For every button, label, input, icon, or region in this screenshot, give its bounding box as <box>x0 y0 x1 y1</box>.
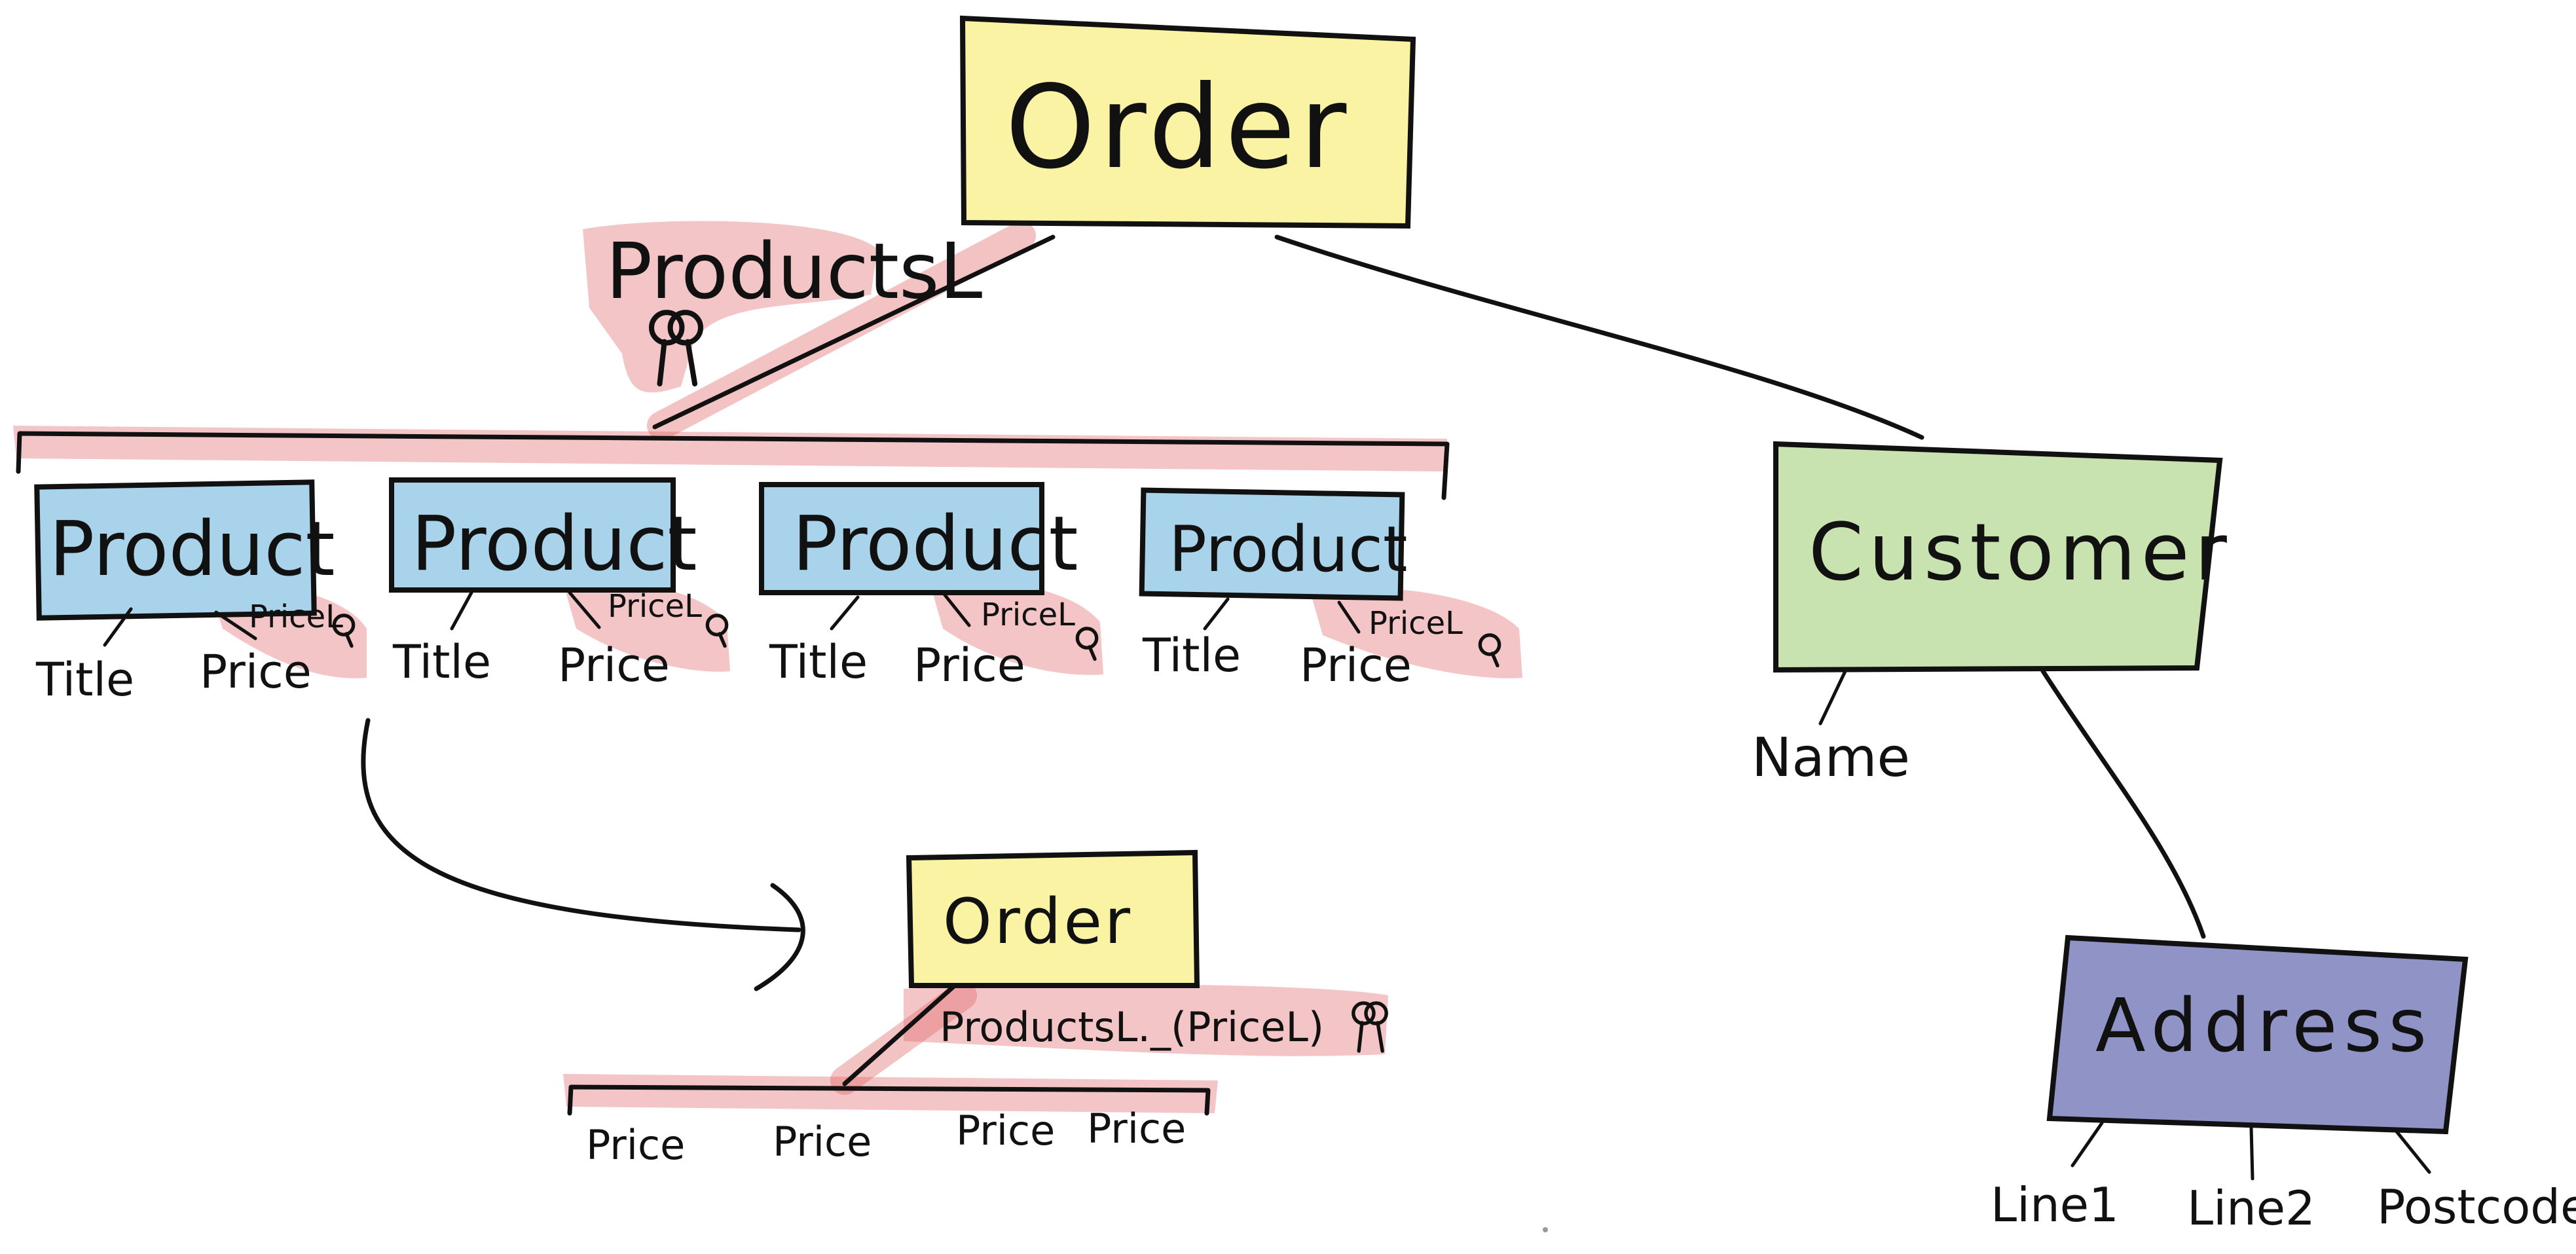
address-label: Address <box>2095 984 2433 1069</box>
product-index-label: PriceL <box>1369 605 1463 642</box>
address-node: Address Line1 Line2 Postcode <box>1991 934 2576 1236</box>
product-box <box>1139 487 1405 601</box>
product-price: Price <box>913 638 1025 692</box>
products-list-bracket <box>16 431 1450 500</box>
derivation-arrow <box>361 718 801 932</box>
product-label: Product <box>792 500 1078 588</box>
product-index-label: PriceL <box>249 599 343 635</box>
order-box <box>959 15 1416 229</box>
product-price: Price <box>200 645 312 699</box>
product-label: Product <box>411 500 697 588</box>
customer-box <box>1773 441 2223 673</box>
derived-order-node: Order ProductsL._(PriceL) Price Price Pr… <box>586 849 1386 1169</box>
customer-node: Customer Name <box>1752 441 2232 789</box>
order-node: Order <box>959 15 1416 229</box>
address-line1: Line1 <box>1991 1177 2119 1232</box>
product-price: Price <box>558 638 670 692</box>
product-price: Price <box>1300 638 1412 692</box>
product-index-label: PriceL <box>981 597 1075 633</box>
customer-name: Name <box>1752 727 1910 789</box>
derived-index-label: ProductsL._(PriceL) <box>940 1003 1324 1051</box>
derived-order-box <box>906 849 1200 988</box>
derived-order-label: Order <box>943 886 1133 958</box>
product-box <box>389 477 676 593</box>
product-index-label: PriceL <box>608 588 702 625</box>
product-label: Product <box>1169 513 1408 586</box>
address-line2: Line2 <box>2187 1181 2315 1236</box>
product-title: Title <box>35 653 134 707</box>
product-title: Title <box>1142 629 1241 682</box>
address-box <box>2046 934 2469 1135</box>
derived-price-2: Price <box>773 1118 872 1166</box>
product-title: Title <box>769 635 868 689</box>
product-box <box>34 479 317 621</box>
product-node-3: Product Title Price PriceL <box>759 482 1097 692</box>
stray-mark <box>1543 1227 1548 1232</box>
derived-price-1: Price <box>586 1121 685 1169</box>
order-label: Order <box>1005 62 1350 194</box>
products-list-label: ProductsL <box>606 226 983 316</box>
product-node-1: Product Title Price PriceL <box>34 479 354 707</box>
product-node-4: Product Title Price PriceL <box>1139 487 1500 692</box>
edges <box>16 234 2206 1116</box>
product-title: Title <box>392 635 491 689</box>
address-postcode: Postcode <box>2377 1179 2576 1234</box>
derived-price-3: Price <box>956 1107 1055 1154</box>
product-label: Product <box>49 506 335 593</box>
derived-price-4: Price <box>1087 1105 1186 1153</box>
product-node-2: Product Title Price PriceL <box>389 477 727 692</box>
product-box <box>759 482 1044 595</box>
products-list-label-group: ProductsL <box>606 226 983 384</box>
derived-price-bracket <box>567 1084 1211 1116</box>
customer-label: Customer <box>1809 507 2232 599</box>
highlight-layer <box>13 221 1522 1113</box>
